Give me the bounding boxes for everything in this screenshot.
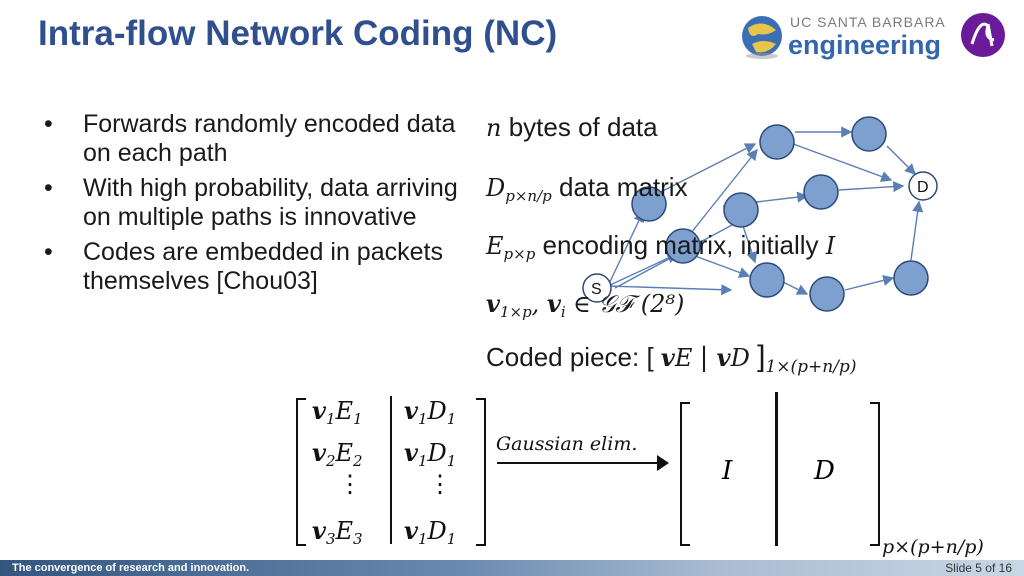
def-e: Ep×p encoding matrix, initially I <box>486 230 836 263</box>
matrix-row-1-right: v1D1 <box>404 396 457 428</box>
graph-nodes <box>631 116 929 312</box>
bullet-list: Forwards randomly encoded data on each p… <box>44 110 464 302</box>
left-matrix-bracket-left <box>296 398 306 546</box>
gaussian-elim-label: Gaussian elim. <box>496 433 638 455</box>
ucsb-logo-top: UC SANTA BARBARA <box>790 14 946 30</box>
graph-node <box>665 228 701 264</box>
graph-edges <box>607 126 924 296</box>
matrix-row-1: v1E1 <box>312 396 363 428</box>
graph-node <box>809 276 845 312</box>
destination-node <box>908 171 938 201</box>
def-n: n bytes of data <box>486 112 658 142</box>
matrix-vdots-right: ⋮ <box>428 470 452 498</box>
result-divider <box>775 392 778 546</box>
bullet-item: Forwards randomly encoded data on each p… <box>44 110 464 168</box>
slide-number: Slide 5 of 16 <box>945 561 1012 575</box>
result-data: D <box>814 456 835 486</box>
matrix-row-2: v2E2 <box>312 438 363 470</box>
source-label: S <box>591 281 602 298</box>
matrix-row-2-right: v1D1 <box>404 438 457 470</box>
graph-node <box>851 116 887 152</box>
footer-tagline: The convergence of research and innovati… <box>12 562 250 574</box>
result-bracket-left <box>680 402 690 546</box>
bullet-item: Codes are embedded in packets themselves… <box>44 238 464 296</box>
graph-node <box>803 174 839 210</box>
graph-node <box>893 260 929 296</box>
gaussian-arrow <box>497 462 663 464</box>
matrix-vdots-left: ⋮ <box>338 470 362 498</box>
slide-title: Intra-flow Network Coding (NC) <box>38 14 558 53</box>
ucsb-logo-bottom: engineering <box>788 30 942 60</box>
source-node <box>582 273 612 303</box>
def-d: Dp×n/p data matrix <box>486 172 688 205</box>
matrix-row-3: v3E3 <box>312 516 363 548</box>
matrix-row-3-right: v1D1 <box>404 516 457 548</box>
result-identity: I <box>722 456 733 486</box>
coded-piece: Coded piece: [ vE | vD ]1×(p+n/p) <box>486 340 857 377</box>
destination-label: D <box>917 179 929 196</box>
footer-bar <box>0 560 1024 576</box>
arrow-head-icon <box>657 455 669 471</box>
result-size-label: p×(p+n/p) <box>882 536 984 558</box>
result-bracket-right <box>870 402 880 546</box>
globe-logo-icon <box>742 16 782 59</box>
left-matrix-divider <box>390 396 392 544</box>
graph-node <box>749 262 785 298</box>
graph-node <box>759 124 795 160</box>
graph-node <box>723 192 759 228</box>
network-graph: S D <box>582 116 938 312</box>
def-v: v1×p, vi ∈ 𝒢ℱ (2⁸) <box>486 289 685 321</box>
alcatel-lucent-logo-icon <box>961 13 1005 57</box>
graph-node <box>631 186 667 222</box>
bullet-item: With high probability, data arriving on … <box>44 174 464 232</box>
left-matrix-bracket-right <box>476 398 486 546</box>
